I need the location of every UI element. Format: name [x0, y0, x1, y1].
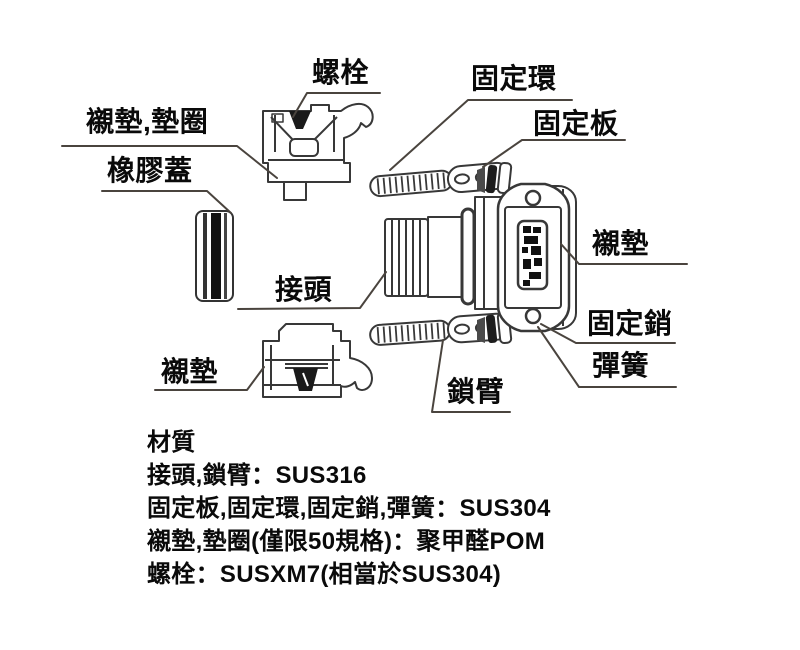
leader-coupler	[237, 271, 387, 310]
bolt-shaft	[283, 181, 307, 201]
leader-rubber-cover	[101, 190, 232, 214]
leader-lock-arm	[431, 339, 511, 413]
label-gasket-washer: 襯墊,墊圈	[86, 106, 209, 137]
part-body-plate	[496, 182, 571, 333]
label-fixing-pin: 固定銷	[587, 308, 673, 339]
leader-gasket-left	[154, 366, 265, 391]
materials-line-1: 接頭,鎖臂：SUS316	[147, 462, 367, 489]
part-coupler	[384, 207, 476, 306]
stamped-marks	[522, 226, 542, 286]
label-spring: 彈簧	[592, 350, 650, 381]
materials-block: 材質 接頭,鎖臂：SUS316 固定板,固定環,固定銷,彈簧：SUS304 襯墊…	[147, 426, 551, 591]
materials-line-3: 襯墊,墊圈(僅限50規格)：聚甲醛POM	[147, 528, 546, 555]
pin-hole-bottom	[524, 307, 542, 325]
label-coupler: 接頭	[275, 274, 333, 305]
part-lock-arm-top	[262, 102, 374, 201]
part-lock-arm-upper	[369, 161, 513, 198]
label-rubber-cover: 橡膠蓋	[107, 155, 193, 186]
leader-spring	[537, 326, 677, 388]
label-gasket-right: 襯墊	[592, 228, 650, 259]
label-fixing-ring: 固定環	[471, 63, 557, 94]
label-fixing-plate: 固定板	[533, 108, 619, 139]
leader-gasket-right	[560, 243, 688, 265]
pin-hole-top	[524, 189, 542, 207]
materials-line-2: 固定板,固定環,固定銷,彈簧：SUS304	[147, 495, 551, 522]
materials-line-4: 螺栓：SUSXM7(相當於SUS304)	[147, 561, 502, 588]
part-lock-arm-lower	[369, 311, 513, 346]
leader-fixing-ring	[389, 99, 573, 171]
part-rubber-cover	[195, 210, 234, 302]
leader-fixing-pin	[540, 323, 676, 344]
leader-bolt	[292, 92, 381, 118]
leader-fixing-plate	[482, 139, 626, 168]
label-gasket-left: 襯墊	[161, 356, 219, 387]
materials-title: 材質	[147, 429, 196, 456]
label-lock-arm: 鎖臂	[447, 376, 505, 407]
label-bolt: 螺栓	[312, 57, 370, 88]
part-lock-arm-bottom	[262, 323, 373, 398]
leader-gasket-washer	[61, 145, 278, 179]
